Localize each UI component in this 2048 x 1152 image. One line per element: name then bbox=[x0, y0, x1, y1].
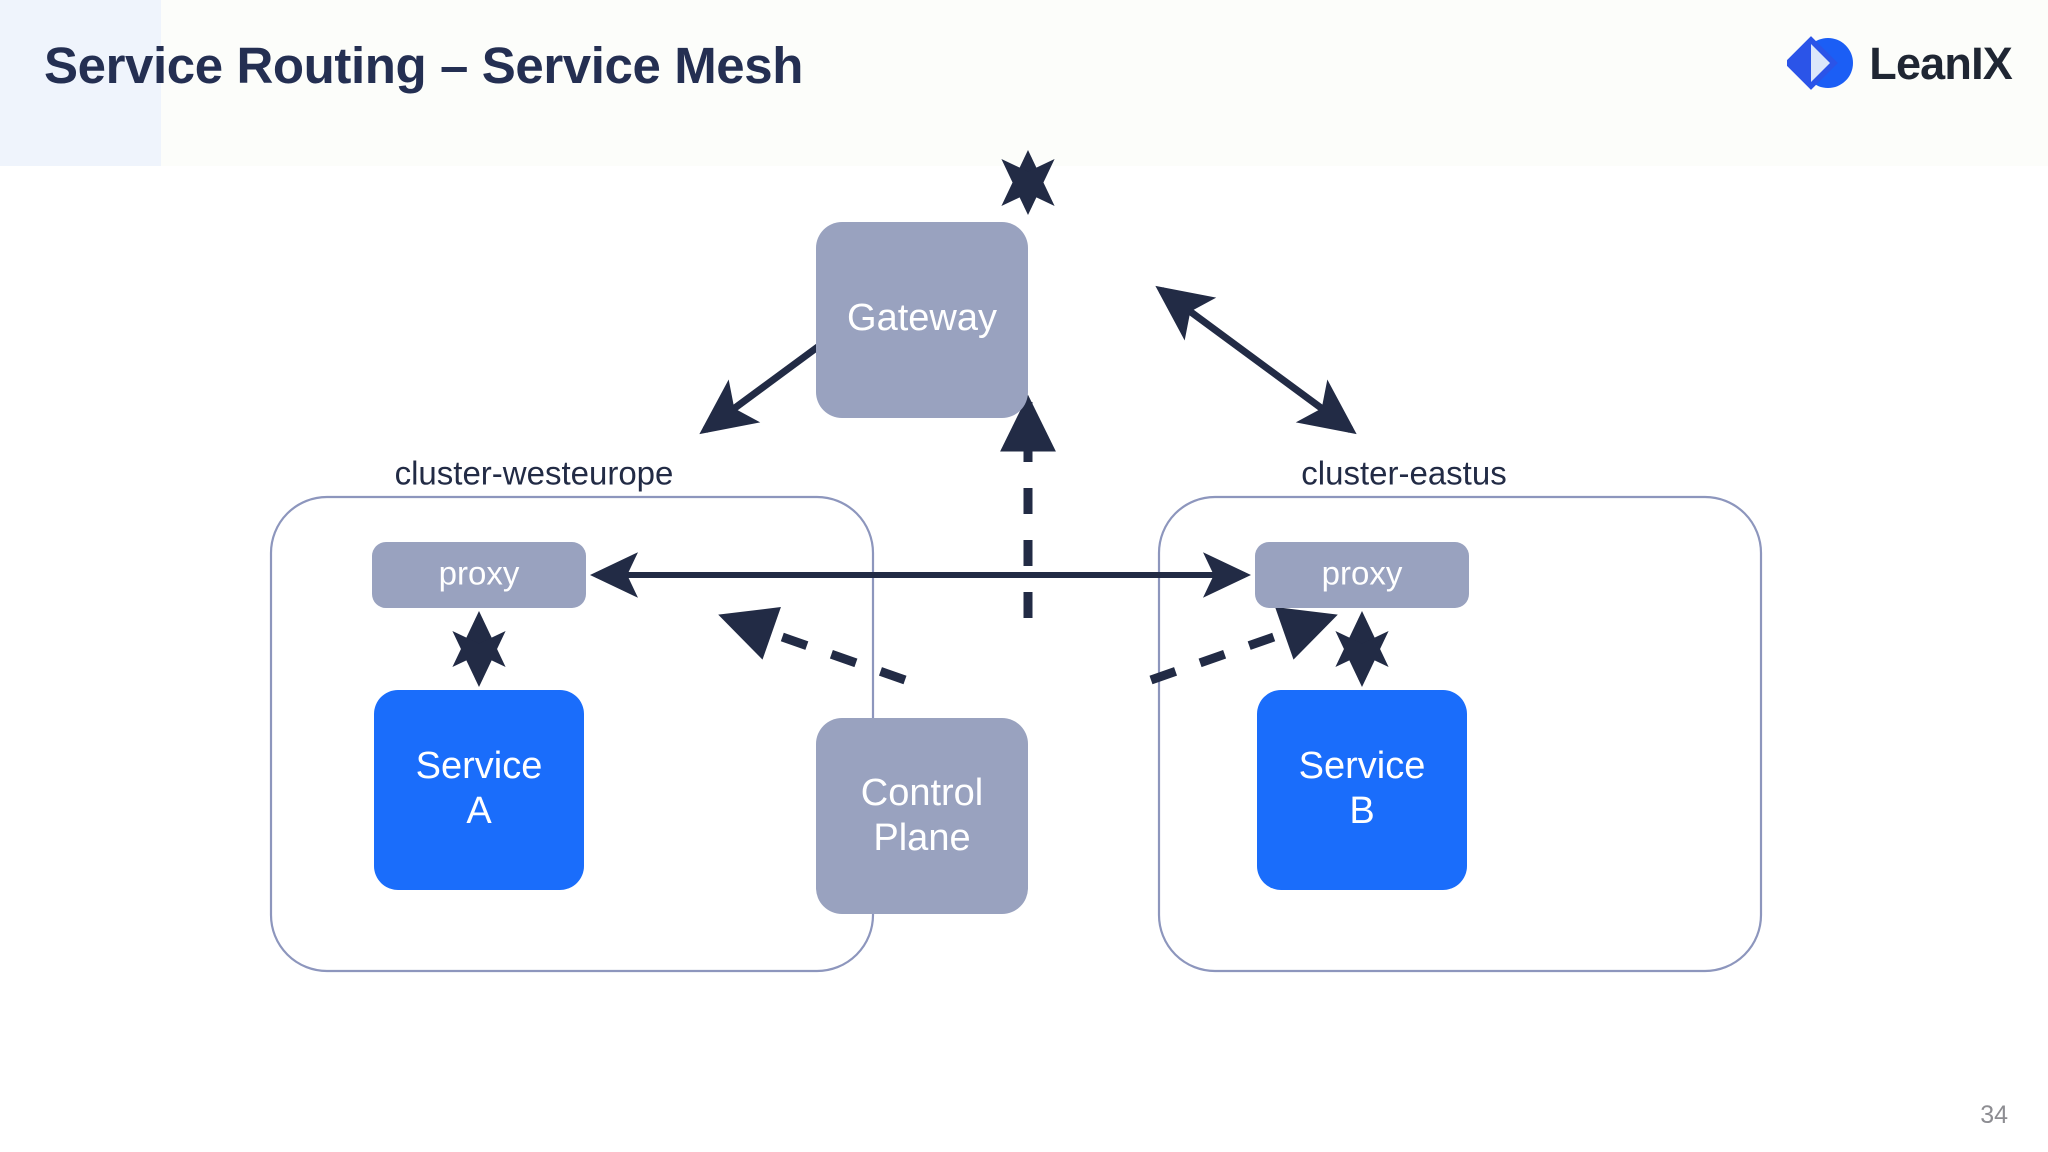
service-b-label-line2: B bbox=[1349, 790, 1374, 832]
leanix-diamond-circle-icon bbox=[1787, 36, 1854, 90]
edge-control-plane-proxy-west bbox=[718, 607, 907, 685]
node-gateway[interactable]: Gateway bbox=[816, 222, 1028, 418]
node-proxy-west[interactable]: proxy bbox=[372, 542, 586, 608]
service-a-box[interactable] bbox=[374, 690, 584, 890]
edge-control-plane-proxy-east bbox=[1149, 607, 1338, 685]
cluster-east-boundary bbox=[1157, 495, 1763, 973]
cluster-west-label: cluster-westeurope bbox=[395, 455, 674, 492]
service-mesh-diagram: cluster-westeurope cluster-eastus Gat bbox=[269, 149, 1763, 973]
node-service-b[interactable]: Service B bbox=[1257, 690, 1467, 890]
control-plane-label-line2: Plane bbox=[873, 817, 970, 859]
control-plane-label-line1: Control bbox=[861, 772, 984, 814]
node-proxy-east[interactable]: proxy bbox=[1255, 542, 1469, 608]
title-accent-block bbox=[0, 0, 161, 166]
service-a-label-line2: A bbox=[466, 790, 492, 832]
node-service-a[interactable]: Service A bbox=[374, 690, 584, 890]
gateway-label: Gateway bbox=[847, 297, 997, 339]
node-control-plane[interactable]: Control Plane bbox=[816, 718, 1028, 914]
cluster-east: cluster-eastus bbox=[1157, 455, 1763, 973]
service-b-box[interactable] bbox=[1257, 690, 1467, 890]
service-b-label-line1: Service bbox=[1299, 745, 1426, 787]
control-plane-box[interactable] bbox=[816, 718, 1028, 914]
proxy-west-label: proxy bbox=[439, 555, 520, 592]
leanix-wordmark: LeanIX bbox=[1869, 37, 2013, 89]
edge-gateway-proxy-east bbox=[1155, 285, 1357, 435]
cluster-east-label: cluster-eastus bbox=[1301, 455, 1506, 492]
page-number: 34 bbox=[1980, 1101, 2008, 1129]
proxy-east-box[interactable] bbox=[1255, 542, 1469, 608]
proxy-west-box[interactable] bbox=[372, 542, 586, 608]
leanix-logo: LeanIX bbox=[1787, 30, 2013, 96]
proxy-east-label: proxy bbox=[1322, 555, 1403, 592]
service-a-label-line1: Service bbox=[416, 745, 543, 787]
header-background bbox=[161, 0, 2048, 166]
gateway-box[interactable] bbox=[816, 222, 1028, 418]
page-title: Service Routing – Service Mesh bbox=[44, 37, 803, 94]
